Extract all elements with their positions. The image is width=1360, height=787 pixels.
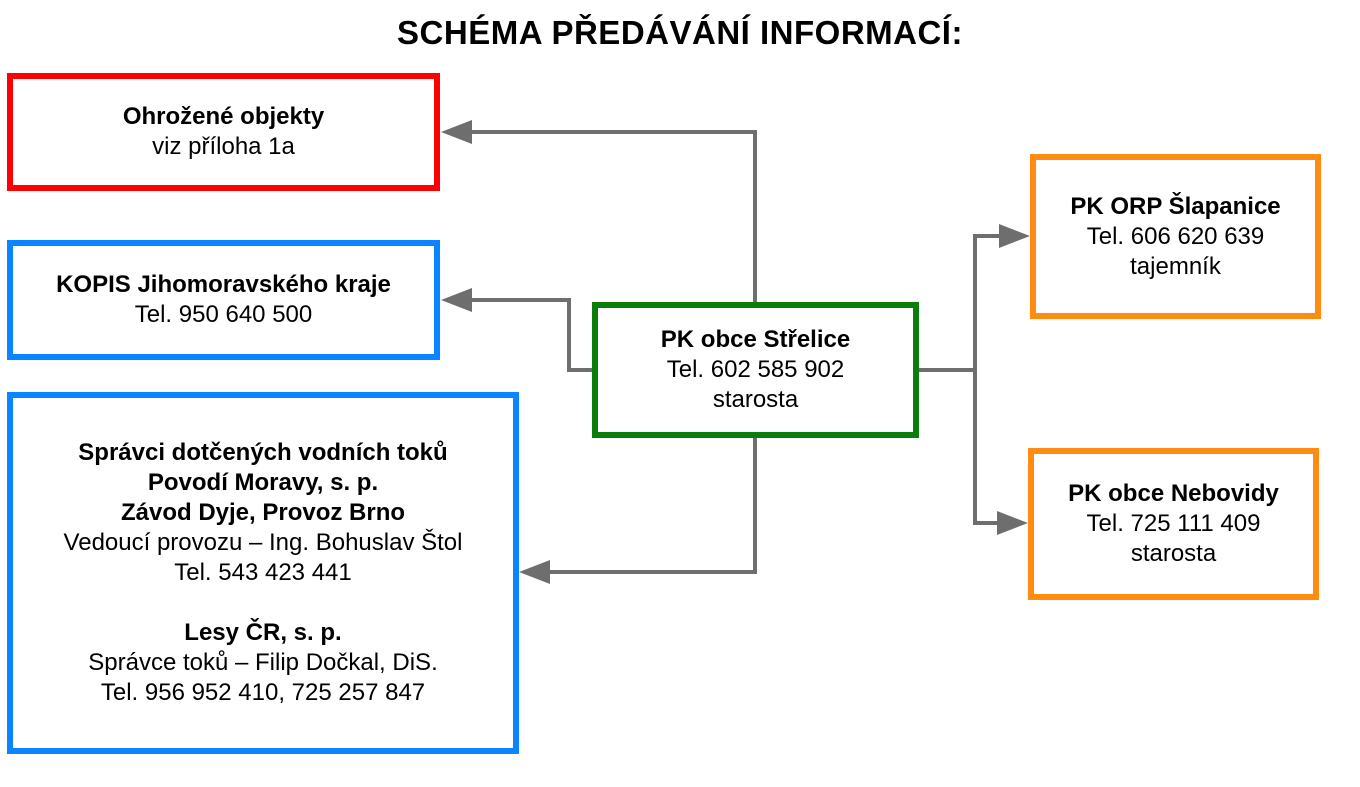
connector-to-nebovidy: [973, 370, 998, 525]
kopis-box: KOPIS Jihomoravského kraje Tel. 950 640 …: [7, 240, 440, 360]
orp-name: PK ORP Šlapanice: [1070, 192, 1281, 220]
water-managers-heading: Správci dotčených vodních toků: [78, 439, 448, 466]
nebovidy-box: PK obce Nebovidy Tel. 725 111 409 staros…: [1028, 448, 1319, 600]
nebovidy-name: PK obce Nebovidy: [1068, 480, 1279, 507]
connector-to-orp: [917, 234, 1000, 372]
org1-unit: Závod Dyje, Provoz Brno: [120, 499, 406, 526]
org2-name: Lesy ČR, s. p.: [184, 619, 342, 646]
arrowhead-threatened: [441, 120, 472, 144]
center-name: PK obce Střelice: [660, 326, 851, 353]
threatened-objects-name: Ohrožené objekty: [122, 103, 325, 130]
org2-contact: Správce toků – Filip Dočkal, DiS.: [88, 649, 438, 676]
org2-phone: Tel. 956 952 410, 725 257 847: [100, 679, 426, 706]
connector-to-water-managers: [550, 437, 757, 574]
nebovidy-phone: Tel. 725 111 409: [1086, 510, 1261, 537]
page-title: SCHÉMA PŘEDÁVÁNÍ INFORMACÍ:: [397, 14, 963, 51]
arrowhead-kopis: [441, 288, 472, 312]
water-managers-box: Správci dotčených vodních toků Povodí Mo…: [7, 392, 519, 754]
orp-box: PK ORP Šlapanice Tel. 606 620 639 tajemn…: [1030, 154, 1321, 319]
arrowhead-water-managers: [519, 560, 550, 584]
org1-contact: Vedoucí provozu – Ing. Bohuslav Štol: [63, 529, 463, 556]
connector-to-threatened-objects: [470, 130, 757, 304]
threatened-objects-note: viz příloha 1a: [152, 133, 295, 160]
arrowhead-nebovidy: [997, 511, 1028, 535]
arrowhead-orp: [999, 224, 1030, 248]
org1-name: Povodí Moravy, s. p.: [147, 469, 379, 496]
kopis-name: KOPIS Jihomoravského kraje: [56, 271, 391, 298]
orp-phone: Tel. 606 620 639: [1086, 222, 1265, 250]
center-box: PK obce Střelice Tel. 602 585 902 staros…: [592, 302, 919, 438]
orp-role: tajemník: [1130, 252, 1221, 280]
center-role: starosta: [712, 386, 799, 413]
connector-to-kopis: [470, 298, 596, 372]
kopis-phone: Tel. 950 640 500: [134, 301, 313, 328]
nebovidy-role: starosta: [1130, 540, 1217, 567]
center-phone: Tel. 602 585 902: [666, 356, 845, 383]
org1-phone: Tel. 543 423 441: [174, 559, 352, 586]
threatened-objects-box: Ohrožené objekty viz příloha 1a: [7, 73, 440, 191]
